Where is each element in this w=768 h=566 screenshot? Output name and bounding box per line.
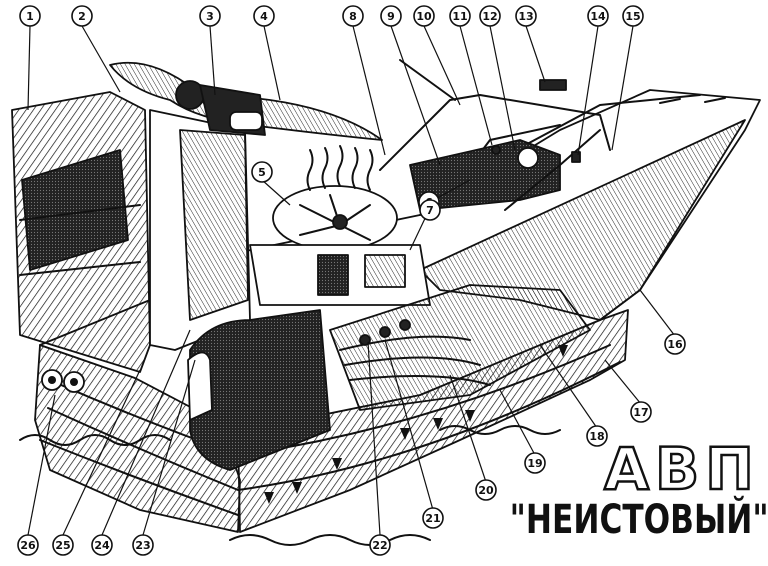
callout-circle <box>515 5 537 27</box>
callout-circle <box>251 161 273 183</box>
callout-circle <box>253 5 275 27</box>
callout-number: 22 <box>372 539 387 552</box>
callout-circle <box>664 333 686 355</box>
callout-20: 20 <box>475 479 497 501</box>
callout-number: 18 <box>589 430 604 443</box>
callout-14: 14 <box>587 5 609 27</box>
callout-circle <box>413 5 435 27</box>
callout-number: 11 <box>452 10 467 23</box>
callout-number: 4 <box>260 10 268 23</box>
callouts: 1234567891011121314151617181920212223242… <box>17 5 686 556</box>
callout-circle <box>449 5 471 27</box>
callout-circle <box>342 5 364 27</box>
callout-25: 25 <box>52 534 74 556</box>
callout-12: 12 <box>479 5 501 27</box>
callout-10: 10 <box>413 5 435 27</box>
callout-number: 24 <box>94 539 110 552</box>
callout-number: 10 <box>416 10 432 23</box>
callout-number: 17 <box>633 406 648 419</box>
leader-lines <box>27 25 676 536</box>
callout-21: 21 <box>422 507 444 529</box>
callout-8: 8 <box>342 5 364 27</box>
callout-5: 5 <box>251 161 273 183</box>
callout-number: 23 <box>135 539 150 552</box>
callout-23: 23 <box>132 534 154 556</box>
fuel-tank <box>187 309 331 471</box>
callout-number: 5 <box>258 166 266 179</box>
callout-number: 20 <box>478 484 494 497</box>
air-ducts <box>329 284 591 411</box>
title-line-1: АВП <box>603 435 760 503</box>
callout-18: 18 <box>586 425 608 447</box>
mirror <box>539 79 567 91</box>
callout-1: 1 <box>19 5 41 27</box>
callout-16: 16 <box>664 333 686 355</box>
callout-24: 24 <box>91 534 113 556</box>
callout-circle <box>132 534 154 556</box>
callout-circle <box>622 5 644 27</box>
callout-9: 9 <box>380 5 402 27</box>
callout-circle <box>17 534 39 556</box>
callout-4: 4 <box>253 5 275 27</box>
propeller-engine <box>109 61 383 141</box>
callout-number: 8 <box>349 10 357 23</box>
callout-circle <box>71 5 93 27</box>
callout-circle <box>422 507 444 529</box>
callout-circle <box>52 534 74 556</box>
callout-11: 11 <box>449 5 471 27</box>
callout-circle <box>586 425 608 447</box>
callout-26: 26 <box>17 534 39 556</box>
callout-2: 2 <box>71 5 93 27</box>
callout-number: 25 <box>55 539 70 552</box>
callout-circle <box>419 199 441 221</box>
callout-19: 19 <box>524 452 546 474</box>
callout-circle <box>475 479 497 501</box>
callout-circle <box>524 452 546 474</box>
rudder-frame <box>11 91 251 373</box>
callout-number: 15 <box>625 10 640 23</box>
callout-number: 13 <box>518 10 533 23</box>
callout-circle <box>91 534 113 556</box>
callout-number: 3 <box>206 10 214 23</box>
callout-circle <box>199 5 221 27</box>
callout-7: 7 <box>419 199 441 221</box>
callout-number: 16 <box>667 338 683 351</box>
callout-number: 12 <box>482 10 497 23</box>
callout-circle <box>19 5 41 27</box>
callout-number: 21 <box>425 512 440 525</box>
callout-number: 26 <box>20 539 36 552</box>
callout-circle <box>479 5 501 27</box>
callout-number: 1 <box>26 10 34 23</box>
callout-circle <box>380 5 402 27</box>
title-line-2: "НЕИСТОВЫЙ" <box>509 497 768 543</box>
callout-13: 13 <box>515 5 537 27</box>
callout-circle <box>630 401 652 423</box>
callout-22: 22 <box>369 534 391 556</box>
rear-lights <box>41 369 85 393</box>
callout-3: 3 <box>199 5 221 27</box>
callout-number: 7 <box>426 204 434 217</box>
lift-fan <box>249 145 431 306</box>
callout-number: 19 <box>527 457 542 470</box>
callout-circle <box>587 5 609 27</box>
callout-number: 14 <box>590 10 606 23</box>
callout-circle <box>369 534 391 556</box>
callout-number: 2 <box>78 10 86 23</box>
callout-17: 17 <box>630 401 652 423</box>
callout-number: 9 <box>387 10 395 23</box>
callout-15: 15 <box>622 5 644 27</box>
steering-wheel <box>517 147 539 169</box>
